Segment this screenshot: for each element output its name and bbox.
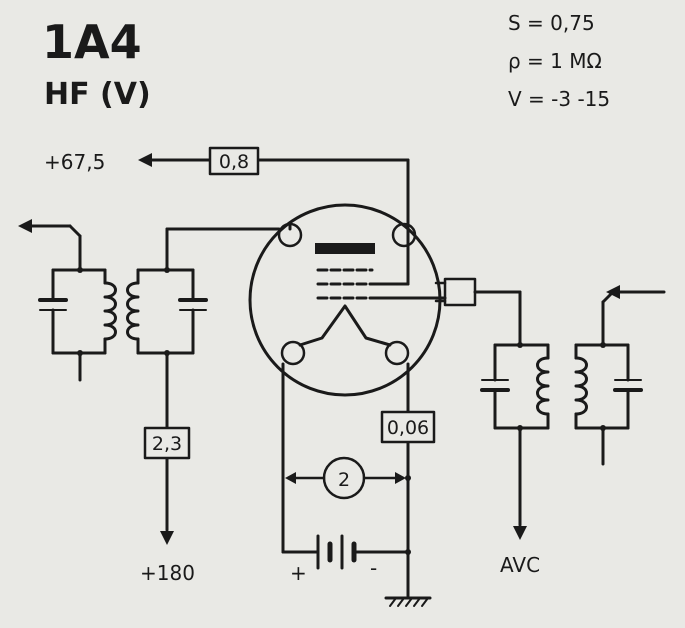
plate-electrode [315,243,375,254]
filament-current-value: 0,06 [387,417,429,439]
grid-electrodes [316,268,447,300]
screen-current-value: 0,8 [219,151,249,173]
plate-supply-label: +180 [140,561,195,585]
plate-current-box [143,426,191,460]
filament-circuit [281,362,411,598]
screen-current-box [208,146,260,176]
tube-envelope [248,203,442,397]
tube-function-label: HF (V) [44,77,151,112]
plate-lead [165,222,292,272]
tube-type-title: 1A4 [42,15,142,69]
screen-supply-line [138,153,410,286]
spec-plate-resistance: ρ = 1 MΩ [508,49,602,73]
filament [298,304,392,347]
plate-current-value: 2,3 [152,433,182,455]
right-tuned-transformer [473,285,666,540]
avc-label: AVC [500,553,540,577]
left-tuned-transformer [18,219,208,382]
grid-top-cap [443,277,477,307]
filament-voltage-value: 2 [338,469,350,491]
filament-voltage-dimension [285,456,406,500]
ground-symbol [384,596,432,607]
spec-transconductance: S = 0,75 [508,11,595,35]
battery-minus-label: - [370,556,377,580]
filament-current-box [380,410,436,444]
spec-grid-voltage: V = -3 -15 [508,87,610,111]
screen-supply-label: +67,5 [44,150,105,174]
plate-supply-line [160,351,174,545]
battery-plus-label: + [290,561,307,585]
